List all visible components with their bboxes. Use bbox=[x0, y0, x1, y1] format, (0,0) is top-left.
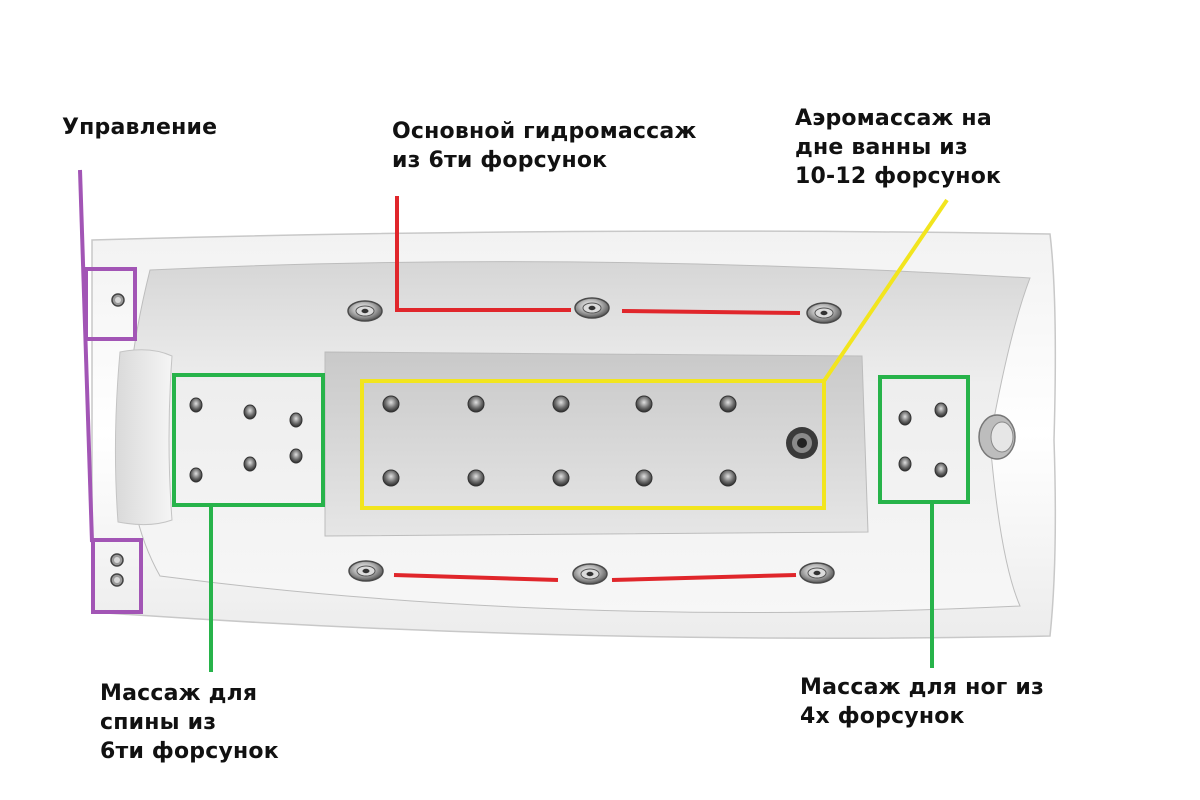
air-jet-icon bbox=[467, 395, 485, 413]
control-callout bbox=[78, 169, 143, 614]
main-hydro-label-line-1: Основной гидромассаж bbox=[392, 119, 697, 144]
aero-jets bbox=[382, 395, 737, 487]
back-massage-label-line-3: 6ти форсунок bbox=[100, 739, 279, 764]
aero-box bbox=[360, 379, 826, 510]
control-button-icon[interactable] bbox=[111, 293, 125, 307]
control-box-top bbox=[84, 267, 137, 341]
jet-nozzle-icon bbox=[806, 302, 842, 324]
jet-nozzle-icon bbox=[189, 467, 203, 483]
jet-nozzle-icon bbox=[243, 404, 257, 420]
jet-nozzle-icon bbox=[574, 297, 610, 319]
jet-nozzle-icon bbox=[243, 456, 257, 472]
feet-massage-box bbox=[878, 375, 970, 504]
air-jet-icon bbox=[719, 469, 737, 487]
aero-label-line-1: Аэромассаж на bbox=[795, 106, 992, 131]
air-jet-icon bbox=[382, 469, 400, 487]
back-massage-box bbox=[172, 373, 325, 507]
back-massage-label-line-2: спины из bbox=[100, 710, 217, 735]
headrest bbox=[114, 349, 173, 526]
jet-nozzle-icon bbox=[347, 300, 383, 322]
main-hydro-label-line-2: из 6ти форсунок bbox=[392, 148, 608, 173]
jet-nozzle-icon bbox=[348, 560, 384, 582]
air-jet-icon bbox=[635, 395, 653, 413]
hydro-jets bbox=[347, 297, 842, 585]
control-label-text: Управление bbox=[62, 115, 218, 140]
air-jet-icon bbox=[467, 469, 485, 487]
jet-nozzle-icon bbox=[898, 456, 912, 472]
jet-nozzle-icon bbox=[189, 397, 203, 413]
control-button-icon[interactable] bbox=[110, 553, 124, 567]
air-jet-icon bbox=[552, 469, 570, 487]
jet-nozzle-icon bbox=[799, 562, 835, 584]
jet-nozzle-icon bbox=[289, 448, 303, 464]
back-massage-label-line-1: Массаж для bbox=[100, 681, 258, 706]
feet-massage-label-line-2: 4х форсунок bbox=[800, 704, 965, 729]
air-jet-icon bbox=[719, 395, 737, 413]
jet-nozzle-icon bbox=[898, 410, 912, 426]
aero-callout bbox=[360, 198, 949, 510]
hydro-callout bbox=[393, 196, 801, 582]
drain-icon bbox=[786, 427, 818, 459]
main-hydro-label: Основной гидромассаж из 6ти форсунок bbox=[392, 117, 697, 175]
air-jet-icon bbox=[635, 469, 653, 487]
jet-nozzle-icon bbox=[934, 402, 948, 418]
aero-label-line-2: дне ванны из bbox=[795, 135, 968, 160]
jet-nozzle-icon bbox=[934, 462, 948, 478]
massage-jets bbox=[189, 397, 948, 483]
air-jet-icon bbox=[552, 395, 570, 413]
overflow-icon bbox=[978, 414, 1016, 460]
aero-label-line-3: 10-12 форсунок bbox=[795, 164, 1002, 189]
air-jet-icon bbox=[382, 395, 400, 413]
control-button-icon[interactable] bbox=[110, 573, 124, 587]
jet-nozzle-icon bbox=[572, 563, 608, 585]
control-buttons bbox=[110, 293, 125, 587]
feet-massage-label-line-1: Массаж для ног из bbox=[800, 675, 1044, 700]
massage-callout bbox=[172, 373, 970, 672]
aero-label: Аэромассаж на дне ванны из 10-12 форсуно… bbox=[795, 104, 1001, 191]
feet-massage-label: Массаж для ног из 4х форсунок bbox=[800, 673, 1044, 731]
back-massage-label: Массаж для спины из 6ти форсунок bbox=[100, 679, 279, 766]
jet-nozzle-icon bbox=[289, 412, 303, 428]
control-label: Управление bbox=[62, 113, 217, 142]
control-box-bottom bbox=[91, 538, 143, 614]
